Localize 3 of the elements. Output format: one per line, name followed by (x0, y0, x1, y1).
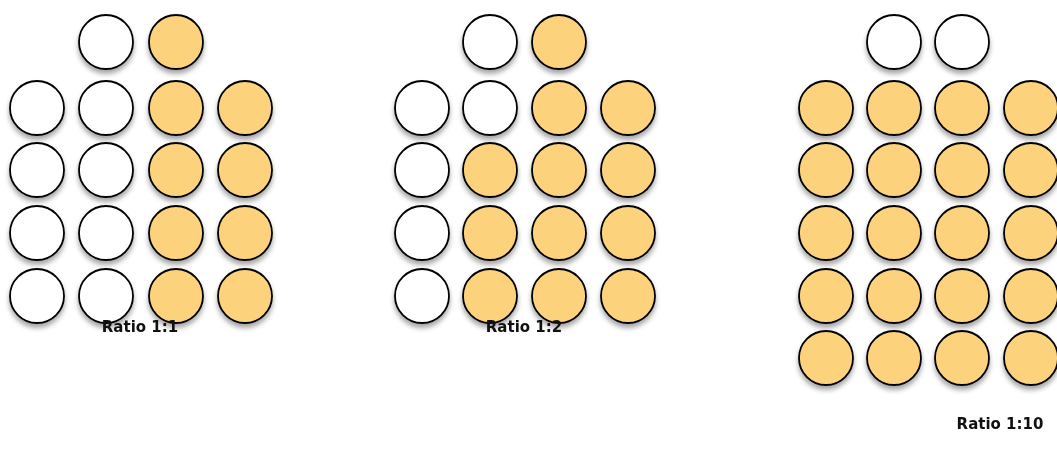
ratio-label: Ratio 1:10 (956, 415, 1044, 433)
ratio-label: Ratio 1:2 (485, 318, 563, 336)
ratio-label: Ratio 1:1 (101, 318, 179, 336)
